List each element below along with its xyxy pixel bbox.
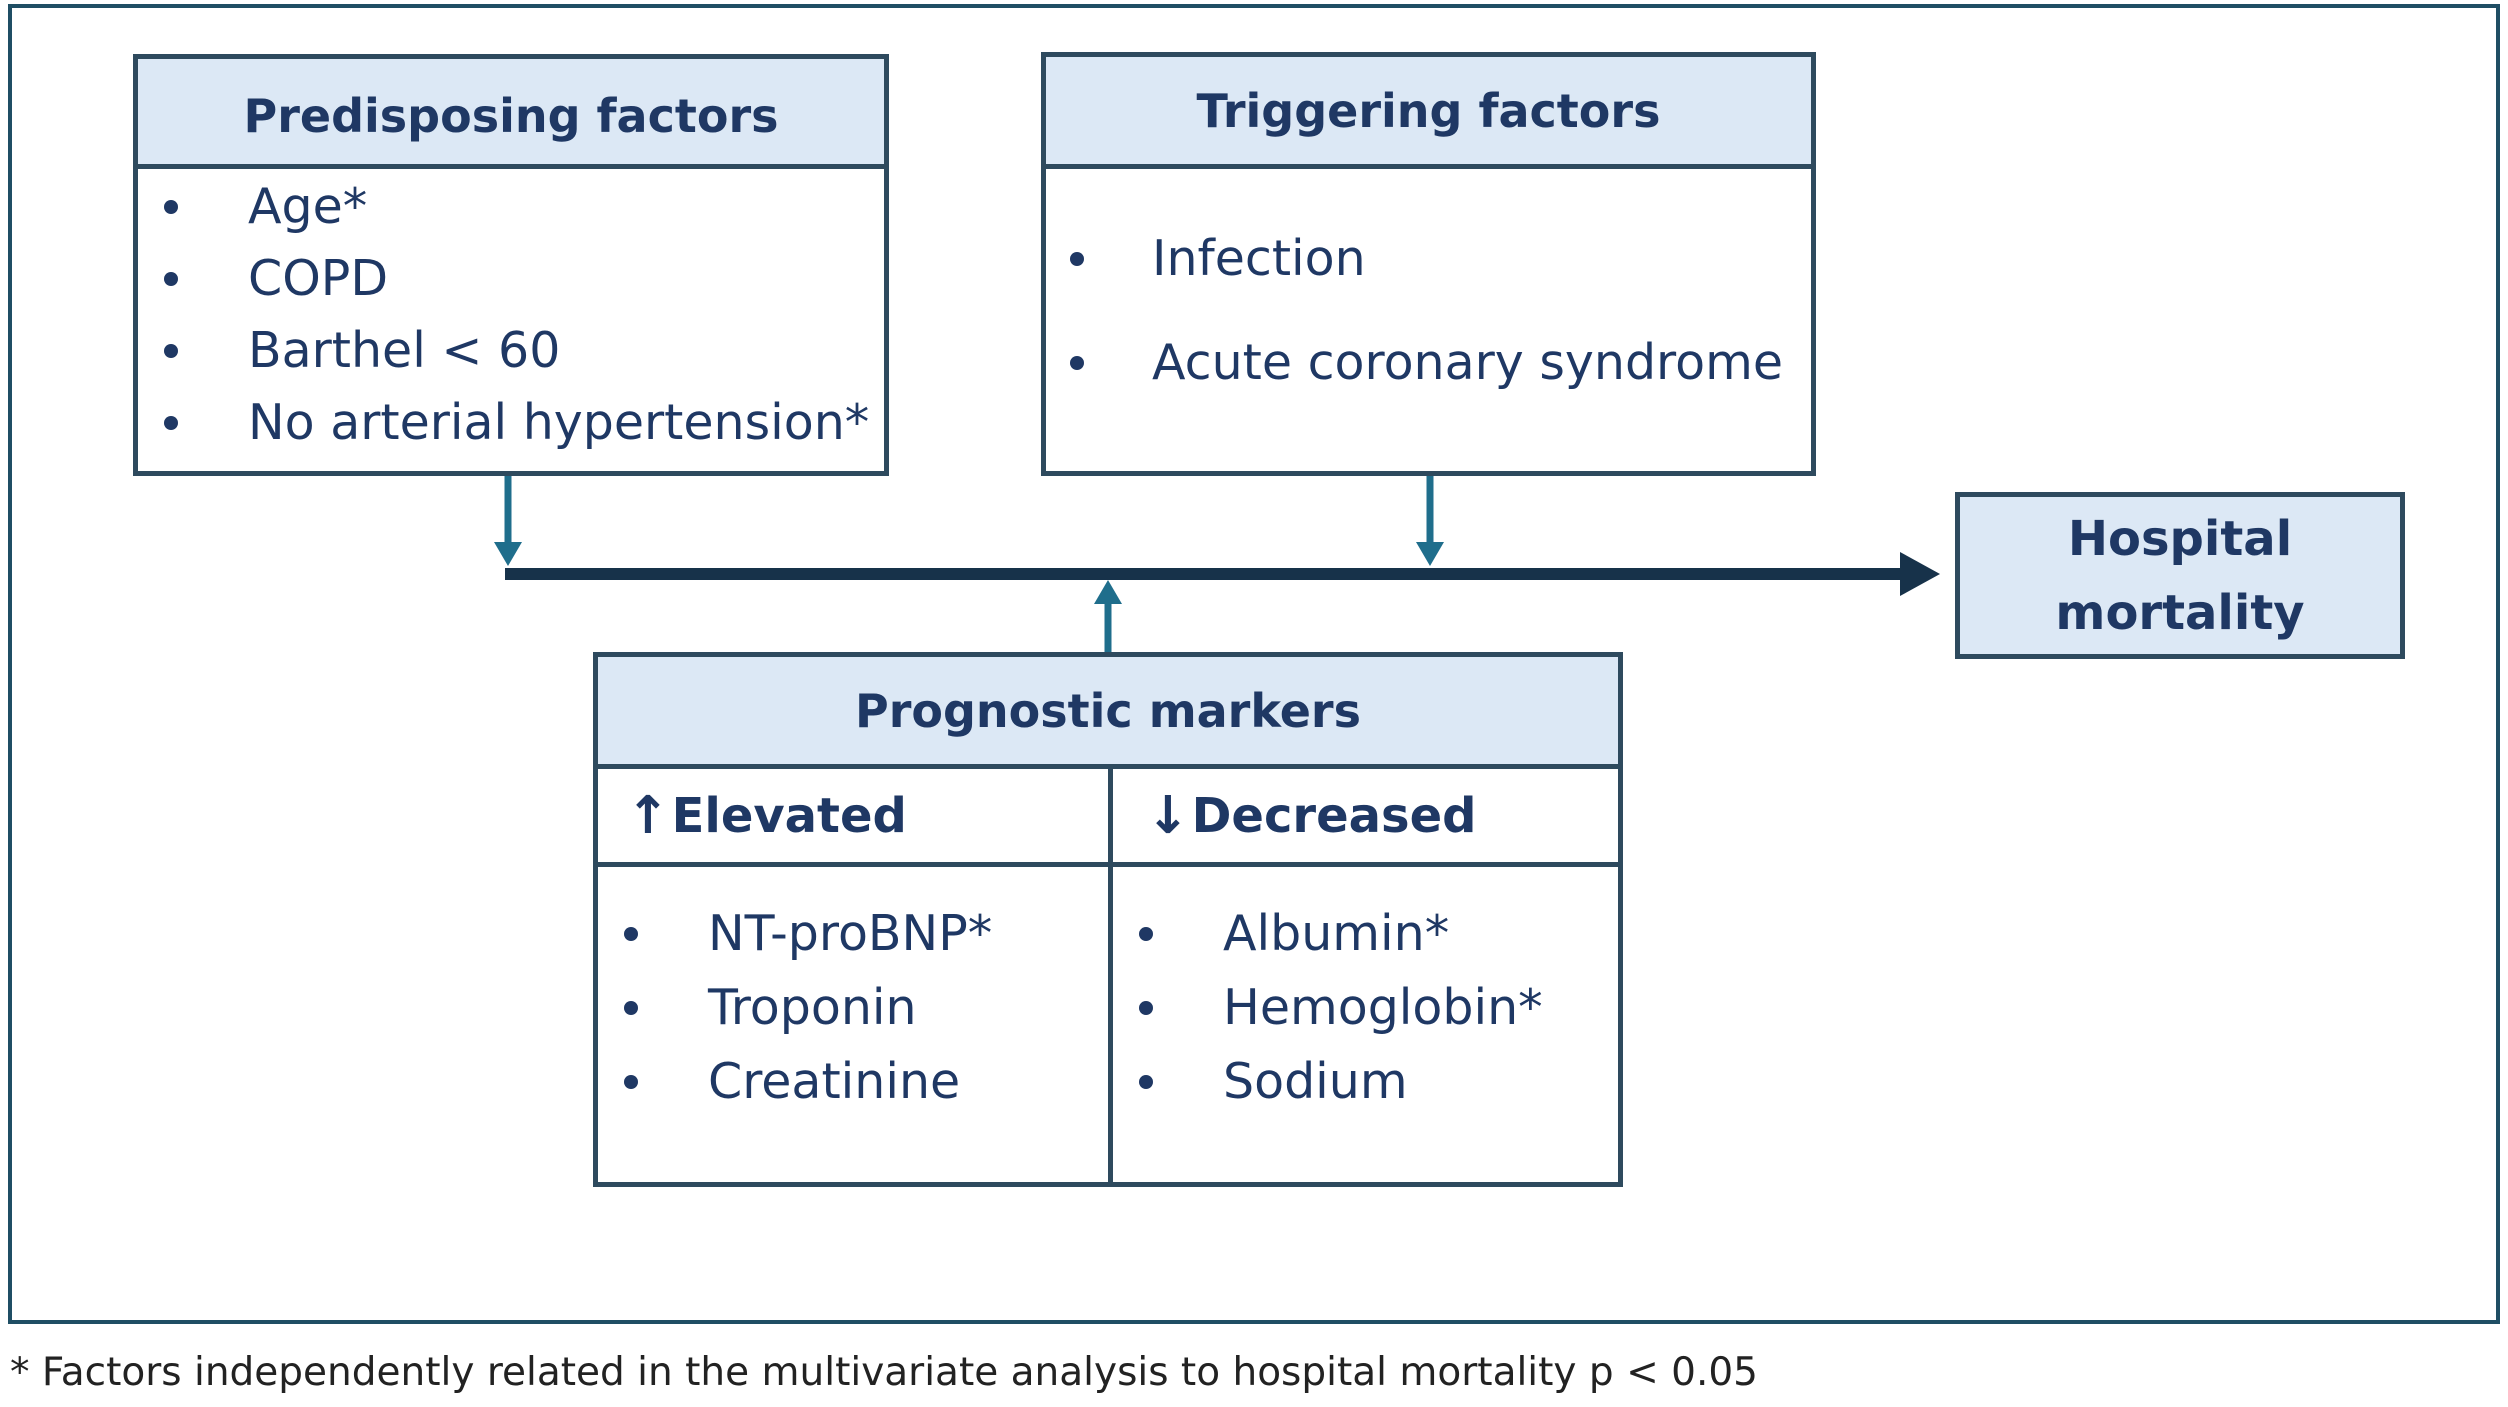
list-item-label: Sodium: [1223, 1053, 1408, 1110]
list-item: No arterial hypertension*: [138, 387, 884, 459]
list-item: COPD: [138, 243, 884, 315]
list-item: NT-proBNP*: [598, 897, 1103, 971]
decreased-list: Albumin* Hemoglobin* Sodium: [1113, 897, 1618, 1119]
list-item-label: Acute coronary syndrome: [1152, 334, 1783, 391]
triggering-arrow-head: [1416, 542, 1444, 566]
list-item-label: Albumin*: [1223, 905, 1450, 962]
prognostic-markers-title: Prognostic markers: [598, 657, 1618, 769]
bullet-icon: [1139, 927, 1153, 941]
main-arrow-head: [1900, 552, 1940, 596]
list-item: Troponin: [598, 971, 1103, 1045]
elevated-list: NT-proBNP* Troponin Creatinine: [598, 897, 1103, 1119]
bullet-icon: [1139, 1075, 1153, 1089]
list-item: Albumin*: [1113, 897, 1618, 971]
bullet-icon: [1070, 356, 1084, 370]
list-item-label: Creatinine: [708, 1053, 961, 1110]
arrow-up-icon: ↑: [626, 785, 670, 846]
arrow-down-icon: ↓: [1146, 785, 1190, 846]
predisposing-arrow-head: [494, 542, 522, 566]
list-item-label: COPD: [248, 250, 389, 307]
list-item: Creatinine: [598, 1045, 1103, 1119]
list-item-label: NT-proBNP*: [708, 905, 993, 962]
hospital-mortality-line2: mortality: [2055, 584, 2305, 641]
bullet-icon: [164, 416, 178, 430]
diagram-frame: [8, 4, 2500, 1324]
list-item: Acute coronary syndrome: [1046, 311, 1811, 415]
list-item-label: Hemoglobin*: [1223, 979, 1543, 1036]
decreased-label: Decreased: [1191, 787, 1477, 844]
list-item: Sodium: [1113, 1045, 1618, 1119]
bullet-icon: [164, 344, 178, 358]
predisposing-factors-box: Predisposing factors Age* COPD Barthel <…: [133, 54, 889, 476]
bullet-icon: [624, 927, 638, 941]
triggering-factors-box: Triggering factors Infection Acute coron…: [1041, 52, 1816, 476]
list-item: Infection: [1046, 207, 1811, 311]
list-item-label: Infection: [1152, 230, 1366, 287]
list-item-label: No arterial hypertension*: [248, 394, 870, 451]
bullet-icon: [1070, 252, 1084, 266]
prognostic-markers-box: Prognostic markers ↑ Elevated ↓ Decrease…: [593, 652, 1623, 1187]
list-item-label: Troponin: [708, 979, 917, 1036]
column-divider: [1108, 764, 1113, 1182]
bullet-icon: [164, 272, 178, 286]
hospital-mortality-box: Hospital mortality: [1955, 492, 2405, 659]
list-item: Barthel < 60: [138, 315, 884, 387]
bullet-icon: [1139, 1001, 1153, 1015]
subheader-divider: [598, 862, 1618, 867]
prognostic-arrow-head: [1094, 580, 1122, 604]
list-item-label: Barthel < 60: [248, 322, 561, 379]
list-item: Hemoglobin*: [1113, 971, 1618, 1045]
predisposing-factors-title: Predisposing factors: [138, 59, 884, 169]
bullet-icon: [624, 1001, 638, 1015]
footnote: * Factors independently related in the m…: [10, 1350, 1758, 1395]
triggering-factors-title: Triggering factors: [1046, 57, 1811, 169]
predisposing-factors-list: Age* COPD Barthel < 60 No arterial hyper…: [138, 169, 884, 459]
hospital-mortality-line1: Hospital: [2067, 510, 2293, 567]
list-item-label: Age*: [248, 178, 368, 235]
bullet-icon: [624, 1075, 638, 1089]
list-item: Age*: [138, 171, 884, 243]
elevated-header: ↑ Elevated: [626, 769, 907, 862]
triggering-factors-list: Infection Acute coronary syndrome: [1046, 169, 1811, 415]
decreased-header: ↓ Decreased: [1146, 769, 1477, 862]
elevated-label: Elevated: [671, 787, 907, 844]
bullet-icon: [164, 200, 178, 214]
